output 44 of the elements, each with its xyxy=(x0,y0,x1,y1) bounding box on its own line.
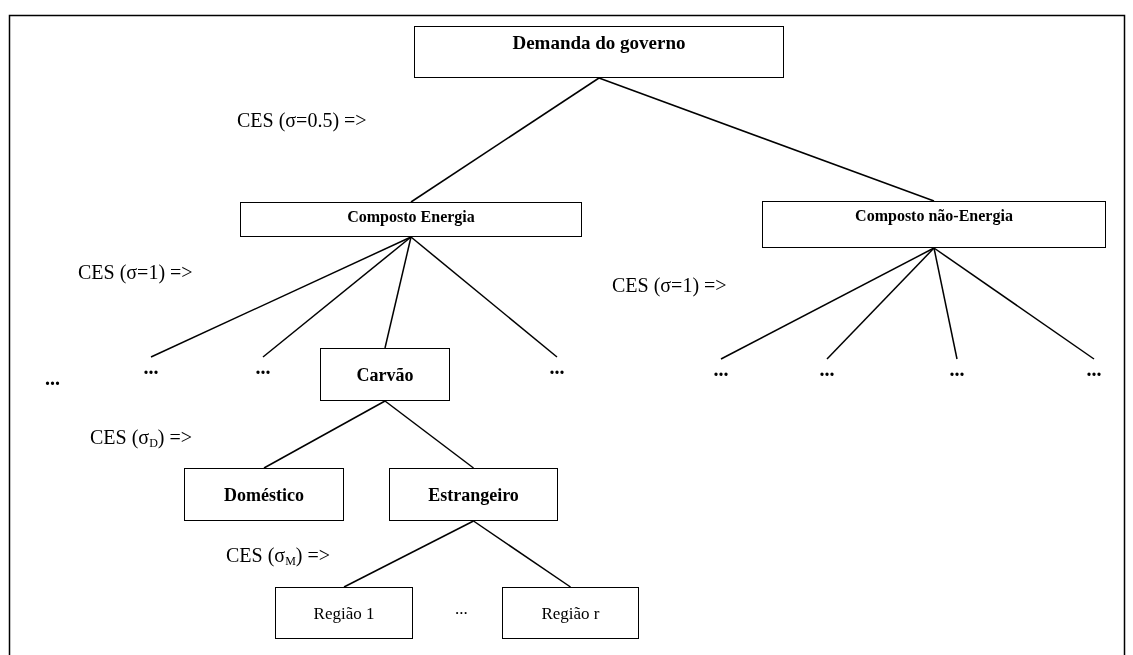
connector-line xyxy=(150,236,412,358)
node-box xyxy=(240,202,582,237)
annotation-text: ... xyxy=(45,368,60,388)
connector-line xyxy=(410,77,600,203)
connector-line xyxy=(720,247,935,360)
connector-line xyxy=(598,77,935,202)
annotation-text: ... xyxy=(455,600,468,617)
ellipsis-text: ... xyxy=(713,359,729,379)
annotation-text: CES (σ=0.5) => xyxy=(237,110,367,130)
connector-line xyxy=(933,247,1095,360)
connector-line xyxy=(343,520,475,588)
node-box xyxy=(762,201,1106,248)
ellipsis-text: ... xyxy=(1086,359,1102,379)
connector-line xyxy=(263,400,386,469)
ellipsis-text: ... xyxy=(255,357,271,377)
annotation-text: CES (σ$_{M}$) => xyxy=(226,545,330,567)
connector-line xyxy=(384,400,475,469)
node-label: Composto não-Energia xyxy=(855,208,1013,224)
node-label: Carvão xyxy=(356,365,414,384)
connector-line xyxy=(384,236,412,349)
annotation-text: CES (σ$_{D}$) => xyxy=(90,427,192,449)
connector-line xyxy=(472,520,572,588)
node-label: Região r xyxy=(541,604,600,622)
connector-line xyxy=(826,247,935,360)
annotation-text: CES (σ=1) => xyxy=(78,262,193,282)
node-label: Composto Energia xyxy=(347,209,475,225)
ellipsis-text: ... xyxy=(949,359,965,379)
node-box xyxy=(275,587,413,639)
connector-line xyxy=(410,236,558,358)
ellipsis-text: ... xyxy=(819,359,835,379)
node-box xyxy=(320,348,450,401)
node-label: Demanda do governo xyxy=(512,33,686,52)
node-label: Região 1 xyxy=(313,604,375,622)
annotation-text: CES (σ=1) => xyxy=(612,275,727,295)
ellipsis-text: ... xyxy=(143,357,159,377)
node-label: Doméstico xyxy=(224,485,304,504)
connector-line xyxy=(262,236,412,358)
connector-line xyxy=(933,247,958,360)
node-label: Estrangeiro xyxy=(428,485,519,504)
node-box xyxy=(502,587,639,639)
ellipsis-text: ... xyxy=(549,357,565,377)
node-box xyxy=(414,26,784,78)
node-box xyxy=(389,468,558,521)
node-box xyxy=(184,468,344,521)
